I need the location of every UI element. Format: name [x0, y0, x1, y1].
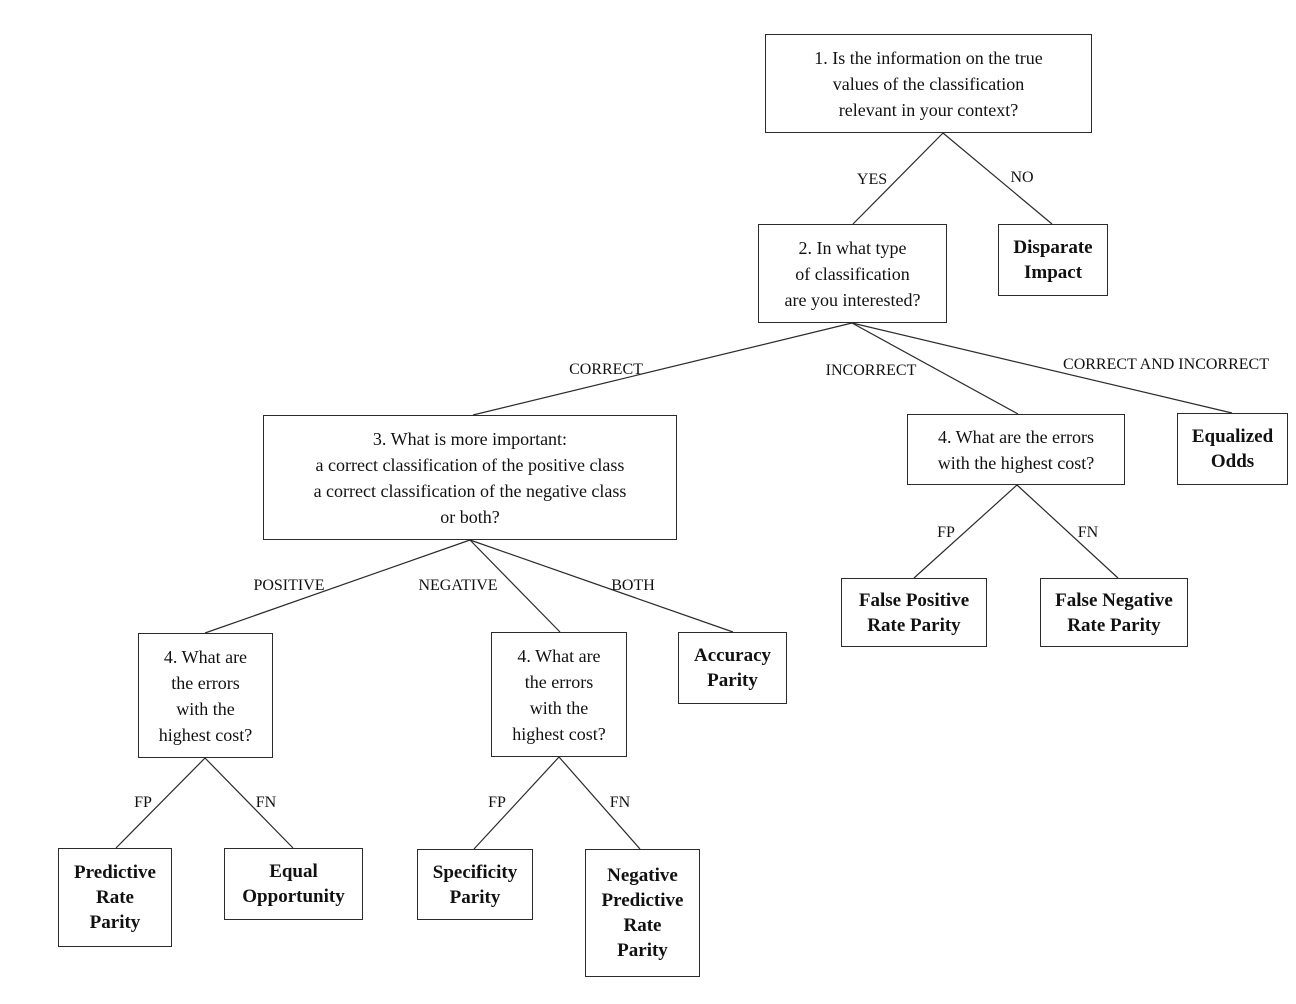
edge-q3-accuracy-both — [469, 539, 734, 633]
edge-label-incorrect: INCORRECT — [825, 362, 917, 379]
edge-label-fn-negative: FN — [609, 794, 631, 811]
edge-q2-q3-correct — [472, 322, 853, 416]
node-question-4-negative: 4. What are the errors with the highest … — [491, 632, 627, 757]
edge-q2-equalized-both — [851, 322, 1233, 414]
edge-q4neg-sp-fp — [473, 756, 560, 850]
edge-q4inc-fnrp-fn — [1016, 484, 1119, 579]
edge-q2-q4-incorrect — [851, 322, 1019, 415]
edge-q3-q4-negative — [469, 539, 561, 633]
node-question-4-positive: 4. What are the errors with the highest … — [138, 633, 273, 758]
edge-q4pos-prp-fp — [115, 757, 206, 849]
edge-label-yes: YES — [856, 171, 888, 188]
edge-label-positive: POSITIVE — [253, 577, 325, 594]
node-question-2: 2. In what type of classification are yo… — [758, 224, 947, 323]
edge-label-correct-and-incorrect: CORRECT AND INCORRECT — [1063, 356, 1269, 373]
node-disparate-impact: Disparate Impact — [998, 224, 1108, 296]
edge-label-fp-incorrect: FP — [937, 524, 955, 541]
node-question-1: 1. Is the information on the true values… — [765, 34, 1092, 133]
node-false-negative-rate-parity: False Negative Rate Parity — [1040, 578, 1188, 647]
node-question-3: 3. What is more important: a correct cla… — [263, 415, 677, 540]
edge-label-correct: CORRECT — [569, 361, 643, 378]
edge-q3-q4-positive — [204, 539, 471, 634]
node-specificity-parity: Specificity Parity — [417, 849, 533, 920]
edge-label-negative: NEGATIVE — [418, 577, 498, 594]
edge-q1-q2-yes — [852, 132, 944, 225]
edge-q4inc-fprp-fp — [913, 484, 1018, 579]
edge-label-fp-positive: FP — [134, 794, 152, 811]
node-equalized-odds: Equalized Odds — [1177, 413, 1288, 485]
edge-label-no: NO — [1010, 169, 1034, 186]
edge-label-fp-negative: FP — [488, 794, 506, 811]
node-negative-predictive-rate-parity: Negative Predictive Rate Parity — [585, 849, 700, 977]
node-question-4-incorrect: 4. What are the errors with the highest … — [907, 414, 1125, 485]
edge-q4neg-nprp-fn — [558, 756, 641, 850]
node-false-positive-rate-parity: False Positive Rate Parity — [841, 578, 987, 647]
edge-label-fn-positive: FN — [255, 794, 277, 811]
node-accuracy-parity: Accuracy Parity — [678, 632, 787, 704]
edge-q1-disparate-no — [942, 132, 1053, 225]
node-equal-opportunity: Equal Opportunity — [224, 848, 363, 920]
edge-label-fn-incorrect: FN — [1077, 524, 1099, 541]
node-predictive-rate-parity: Predictive Rate Parity — [58, 848, 172, 947]
edge-q4pos-eo-fn — [204, 757, 294, 849]
edge-label-both: BOTH — [611, 577, 655, 594]
